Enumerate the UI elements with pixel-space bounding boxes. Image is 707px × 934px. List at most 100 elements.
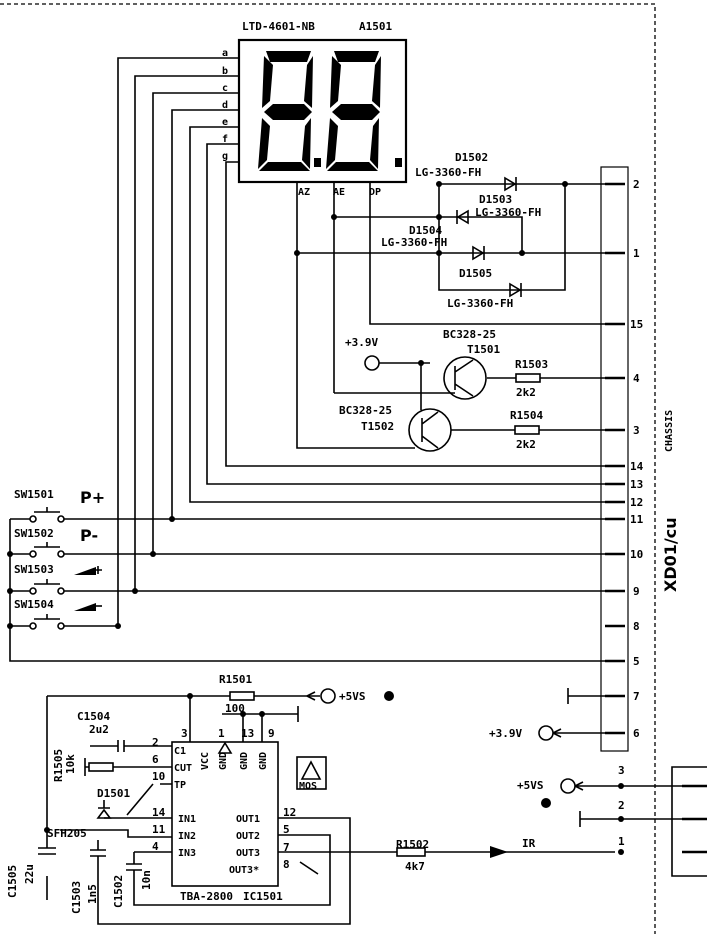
r1504-ref: R1504: [510, 409, 543, 422]
c1503-value: 1n5: [86, 884, 99, 904]
volume-up-icon: [74, 567, 96, 575]
r1505-ref: R1505: [52, 749, 65, 782]
c1502-value: 10n: [140, 870, 153, 890]
right-connector-body: [671, 766, 707, 877]
mos-label: MOS: [299, 781, 317, 792]
ic-cut: CUT: [174, 763, 192, 774]
ic-pin-11: 11: [152, 823, 166, 836]
c1505-value: 22u: [23, 864, 36, 884]
connector-name: XD01/cu: [661, 517, 680, 592]
pin-8: 8: [633, 620, 640, 633]
pin-9: 9: [633, 585, 640, 598]
ic-gnd3: GND: [258, 752, 269, 770]
ic-pin-4: 4: [152, 840, 159, 853]
supply-terminal: [364, 355, 380, 371]
ic-pin-8: 8: [283, 858, 290, 871]
ic-gnd1: GND: [218, 752, 229, 770]
pin-ae: AE: [333, 187, 345, 198]
right-supply: +5VS: [517, 779, 544, 792]
r1504-value: 2k2: [516, 438, 536, 451]
d1502-type: LG-3360-FH: [415, 166, 481, 179]
ic-pin-14: 14: [152, 806, 166, 819]
volume-down-icon: [74, 603, 96, 611]
d1501-ref: D1501: [97, 787, 130, 800]
pin-4: 4: [633, 372, 640, 385]
sw1502-label: P-: [80, 526, 98, 545]
pin-12: 12: [630, 496, 643, 509]
seven-segment-display: LTD-4601-NB A1501 a b c d e f g AZ AE DP: [222, 20, 408, 198]
ic-gnd2: GND: [239, 752, 250, 770]
d1505-ref: D1505: [459, 267, 492, 280]
r1502-ref: R1502: [396, 838, 429, 851]
ic-vcc: VCC: [200, 752, 211, 770]
pin-2: 2: [633, 178, 640, 191]
ir-label: IR: [522, 837, 536, 850]
ic-pin-3: 3: [181, 727, 188, 740]
ic-triangle-icon: [217, 741, 233, 754]
t1501-ref: T1501: [467, 343, 500, 356]
supply-left: +3.9V: [345, 336, 378, 349]
r1501-value: 100: [225, 702, 245, 715]
connector-supply: +3.9V: [489, 727, 522, 740]
ic-out2: OUT2: [236, 831, 260, 842]
pin-7: 7: [633, 690, 640, 703]
t1502-type: BC328-25: [339, 404, 392, 417]
d1504-type: LG-3360-FH: [381, 236, 447, 249]
ic-pin-12: 12: [283, 806, 296, 819]
ic-in2: IN2: [178, 831, 196, 842]
t1502-ref: T1502: [361, 420, 394, 433]
photodiode-type: SFH205: [47, 827, 87, 840]
pin-6: 6: [633, 727, 640, 740]
display-part: LTD-4601-NB: [242, 20, 315, 33]
pin-10: 10: [630, 548, 643, 561]
r1505-value: 10k: [64, 754, 77, 774]
ic-out3: OUT3: [236, 848, 260, 859]
r1501-ref: R1501: [219, 673, 252, 686]
c1505-ref: C1505: [6, 865, 19, 898]
t1501-type: BC328-25: [443, 328, 496, 341]
d1502-ref: D1502: [455, 151, 488, 164]
pin-3: 3: [633, 424, 640, 437]
connector-body: [600, 166, 629, 752]
r1503: [515, 373, 541, 383]
c1502-ref: C1502: [112, 875, 125, 908]
seg-b: b: [222, 66, 228, 77]
c1503-ref: C1503: [70, 881, 83, 914]
chassis-label: CHASSIS: [664, 410, 675, 452]
seg-e: e: [222, 117, 228, 128]
ic-pin-1: 1: [218, 727, 225, 740]
r1503-ref: R1503: [515, 358, 548, 371]
t1502-symbol: [408, 408, 452, 452]
sw1503-ref: SW1503: [14, 563, 54, 576]
pin-5: 5: [633, 655, 640, 668]
seg-a: a: [222, 48, 228, 59]
d1504-ref: D1504: [409, 224, 442, 237]
ic-pin-6: 6: [152, 753, 159, 766]
seg-d: d: [222, 100, 228, 111]
r1503-value: 2k2: [516, 386, 536, 399]
ic-c1: C1: [174, 746, 186, 757]
ic-pin-9: 9: [268, 727, 275, 740]
pin-13: 13: [630, 478, 643, 491]
pin-1: 1: [633, 247, 640, 260]
led-group: D1502 LG-3360-FH D1503 LG-3360-FH D1504 …: [294, 151, 605, 449]
switch-group: SW1501 P+ SW1502 P- SW1503 SW1504: [7, 488, 605, 662]
connector-xd01: 2 1 15 4 3 14 13 12 11 10 9 8 5 7 6 XD01…: [489, 166, 680, 752]
ir-arrow-icon: [490, 846, 508, 858]
pin-dp: DP: [369, 187, 381, 198]
seg-f: f: [222, 134, 228, 145]
sw1504-ref: SW1504: [14, 598, 54, 611]
r1505: [88, 762, 114, 772]
ic-tp: TP: [174, 780, 186, 791]
r1504: [514, 425, 540, 435]
d1503-type: LG-3360-FH: [475, 206, 541, 219]
right-pin-3: 3: [618, 764, 625, 777]
ic-in3: IN3: [178, 848, 196, 859]
ic-pin-10: 10: [152, 770, 165, 783]
t1501-symbol: [443, 356, 487, 400]
right-pin-2: 2: [618, 799, 625, 812]
segment-wires: [117, 57, 605, 626]
warning-triangle-icon: [300, 760, 322, 780]
pin-az: AZ: [298, 187, 310, 198]
